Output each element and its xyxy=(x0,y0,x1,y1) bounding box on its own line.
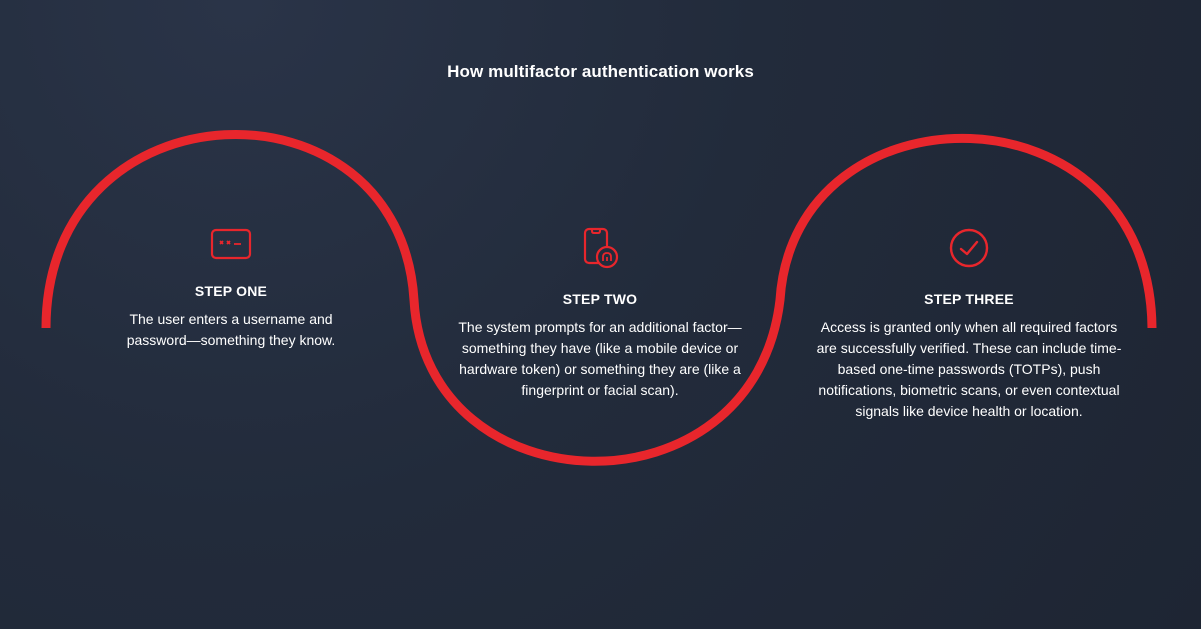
step-one: STEP ONE The user enters a username and … xyxy=(120,226,342,351)
password-field-icon xyxy=(120,226,342,267)
step-three-text: Access is granted only when all required… xyxy=(816,319,1122,419)
step-three: STEP THREE Access is granted only when a… xyxy=(810,226,1128,422)
check-circle-icon xyxy=(810,226,1128,275)
step-two: STEP TWO The system prompts for an addit… xyxy=(440,226,760,401)
step-two-text: The system prompts for an additional fac… xyxy=(458,319,742,398)
mobile-device-icon xyxy=(440,226,760,275)
diagram-title: How multifactor authentication works xyxy=(447,62,754,81)
step-two-heading: STEP TWO xyxy=(562,291,638,307)
step-three-heading: STEP THREE xyxy=(924,291,1014,307)
step-one-heading: STEP ONE xyxy=(194,283,268,299)
step-one-text: The user enters a username and password—… xyxy=(126,311,336,348)
